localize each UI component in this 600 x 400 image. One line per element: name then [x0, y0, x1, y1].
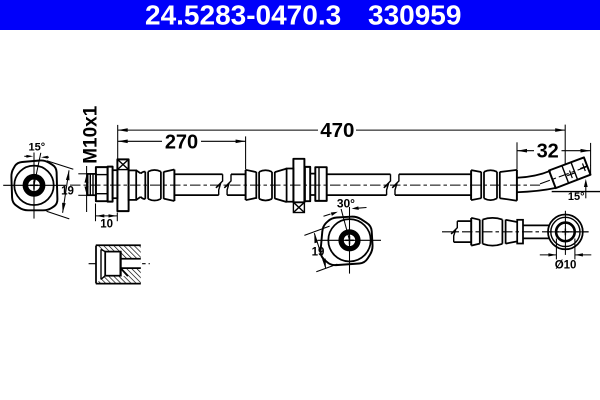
svg-text:19: 19: [61, 185, 74, 197]
svg-text:M10x1: M10x1: [81, 105, 102, 164]
svg-text:270: 270: [165, 132, 198, 154]
svg-text:15°: 15°: [568, 191, 585, 203]
svg-text:15°: 15°: [28, 142, 45, 154]
svg-text:470: 470: [320, 119, 354, 142]
svg-text:330959: 330959: [368, 0, 461, 31]
svg-text:Ø10: Ø10: [555, 259, 577, 271]
svg-text:24.5283-0470.3: 24.5283-0470.3: [145, 0, 341, 31]
svg-text:32: 32: [537, 140, 559, 162]
svg-text:10: 10: [100, 218, 113, 230]
svg-text:30°: 30°: [337, 197, 355, 211]
svg-text:19: 19: [312, 246, 325, 258]
